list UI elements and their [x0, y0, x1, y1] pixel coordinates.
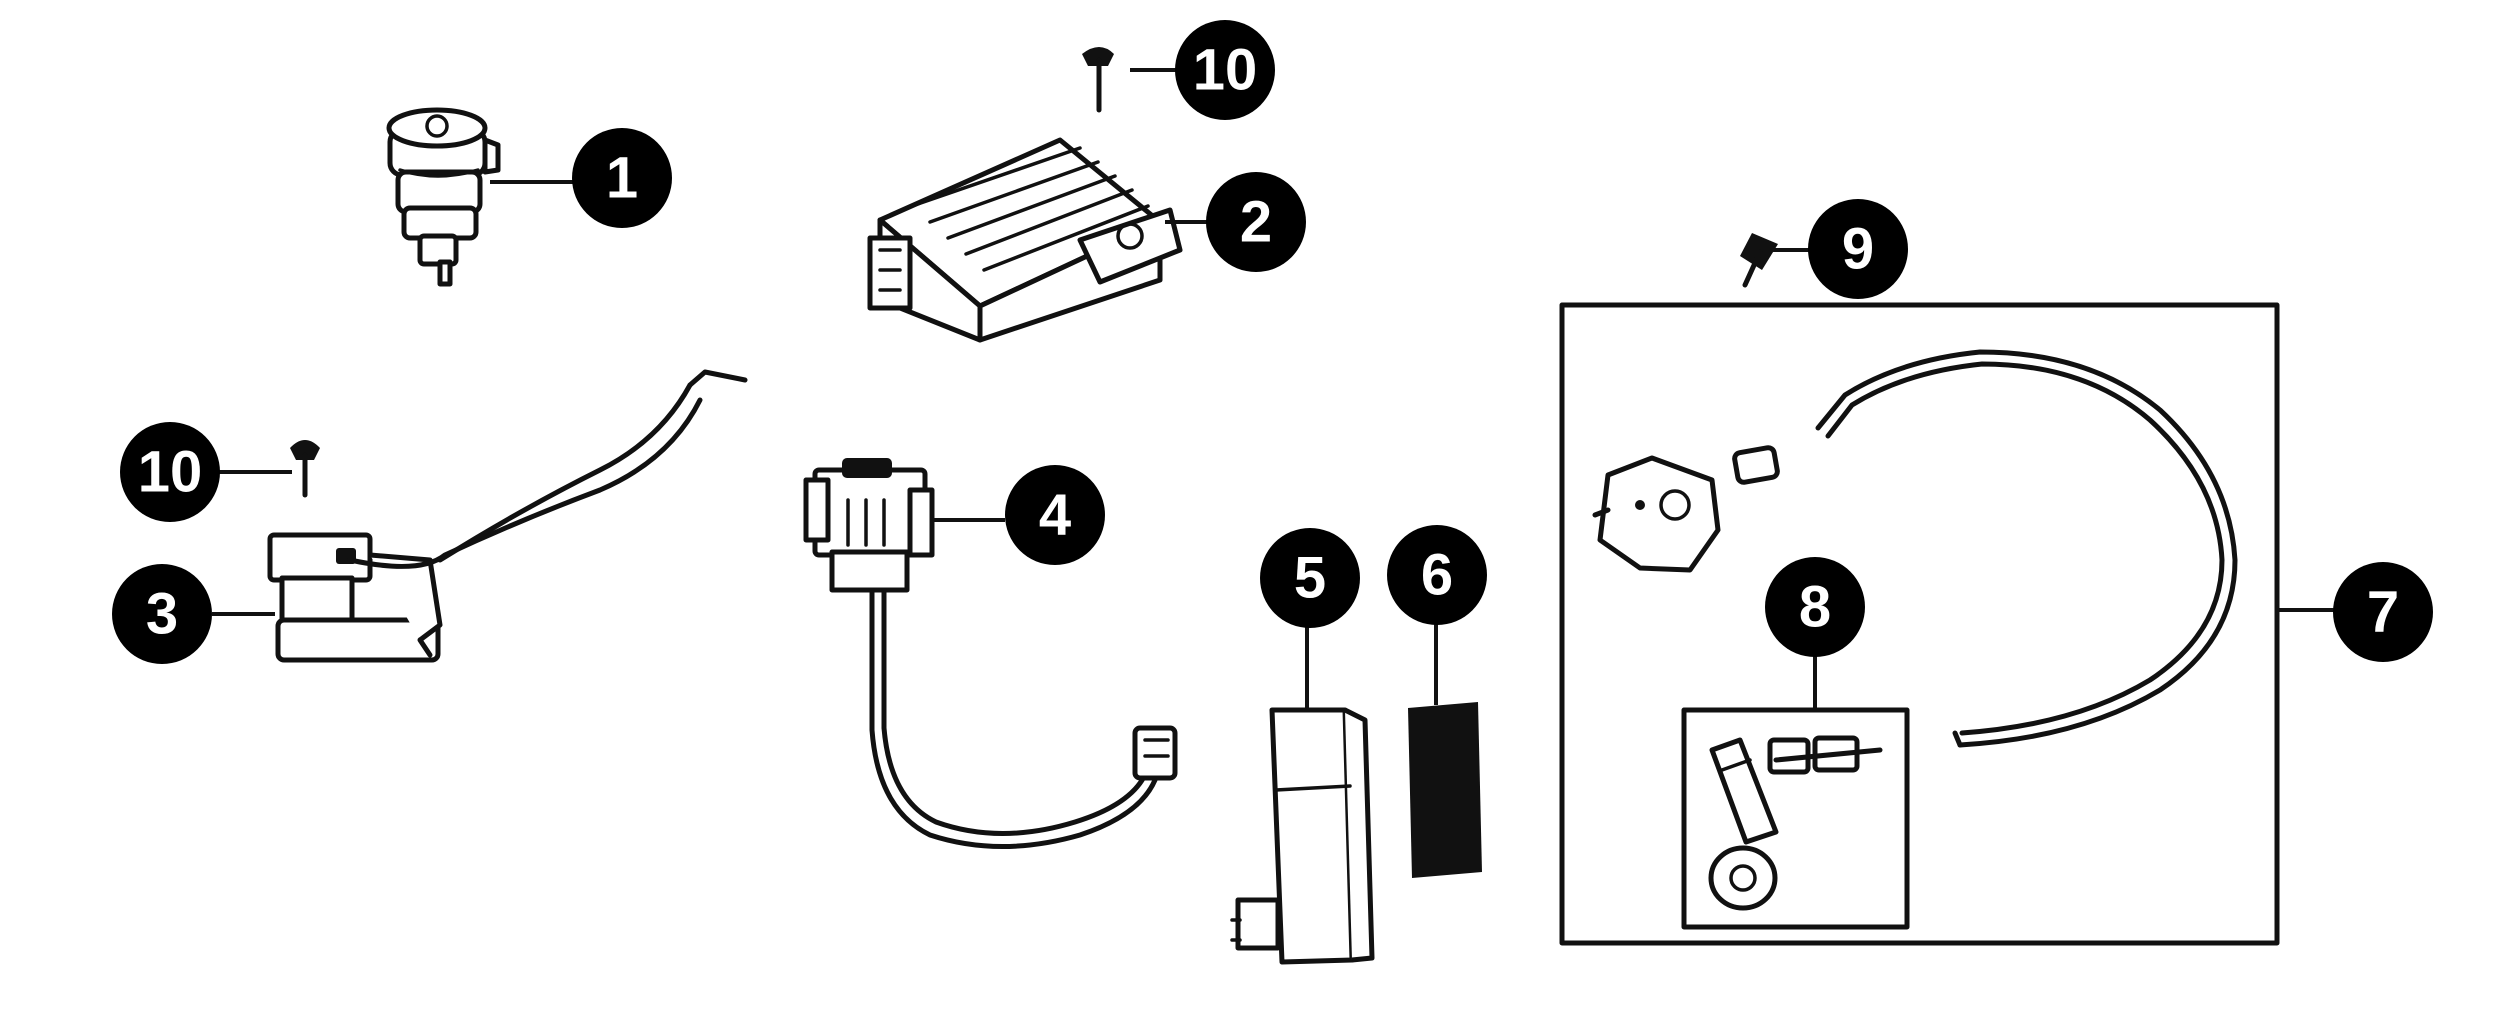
callout-7: 7	[2333, 562, 2433, 662]
callout-label: 9	[1842, 217, 1874, 282]
callout-label: 3	[146, 582, 178, 647]
callout-5: 5	[1260, 528, 1360, 628]
callout-1: 1	[572, 128, 672, 228]
callout-label: 8	[1799, 575, 1831, 640]
part-regulator-rectifier	[867, 137, 1183, 343]
part-ignition-coil-assembly	[1559, 302, 2280, 946]
callout-3: 3	[112, 564, 212, 664]
part-sensor-with-wire	[267, 369, 748, 663]
part-screw-10-left	[290, 440, 320, 498]
part-ignition-switch	[386, 107, 501, 287]
callout-4: 4	[1005, 465, 1105, 565]
part-relay-harness	[803, 458, 1178, 849]
callout-label: 2	[1240, 190, 1272, 255]
leader-lines	[212, 68, 2335, 710]
part-cdi-unit	[1230, 707, 1375, 965]
part-spark-plug-cap	[1681, 707, 1910, 930]
callout-2: 2	[1206, 172, 1306, 272]
part-screw-9	[1740, 233, 1778, 288]
callout-6: 6	[1387, 525, 1487, 625]
callout-label: 1	[606, 146, 638, 211]
part-screw-10-top	[1082, 47, 1114, 113]
callout-10-left: 10	[120, 422, 220, 522]
callout-label: 5	[1294, 546, 1326, 611]
callout-10-top: 10	[1175, 20, 1275, 120]
callout-label: 6	[1421, 543, 1453, 608]
callout-9: 9	[1808, 199, 1908, 299]
part-insulator-pad	[1408, 702, 1482, 878]
callout-label: 10	[1193, 38, 1258, 103]
callout-label: 10	[138, 440, 203, 505]
callout-8: 8	[1765, 557, 1865, 657]
callout-label: 7	[2367, 580, 2399, 645]
callout-label: 4	[1039, 483, 1071, 548]
